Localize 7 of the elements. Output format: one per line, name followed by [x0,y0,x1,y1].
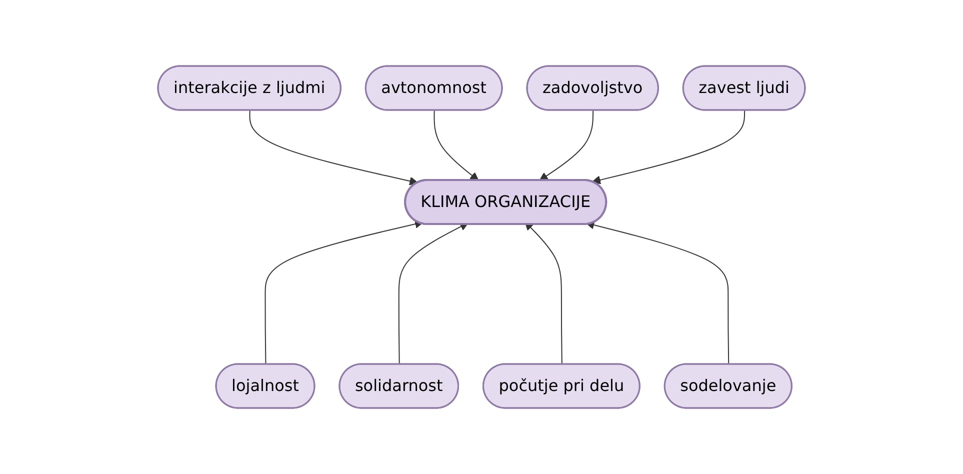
arrow [264,220,424,365]
arrow [434,110,479,181]
arrow [539,110,594,181]
arrow [586,220,730,365]
arrow [249,110,418,186]
arrow [592,110,746,184]
arrow [398,222,468,365]
